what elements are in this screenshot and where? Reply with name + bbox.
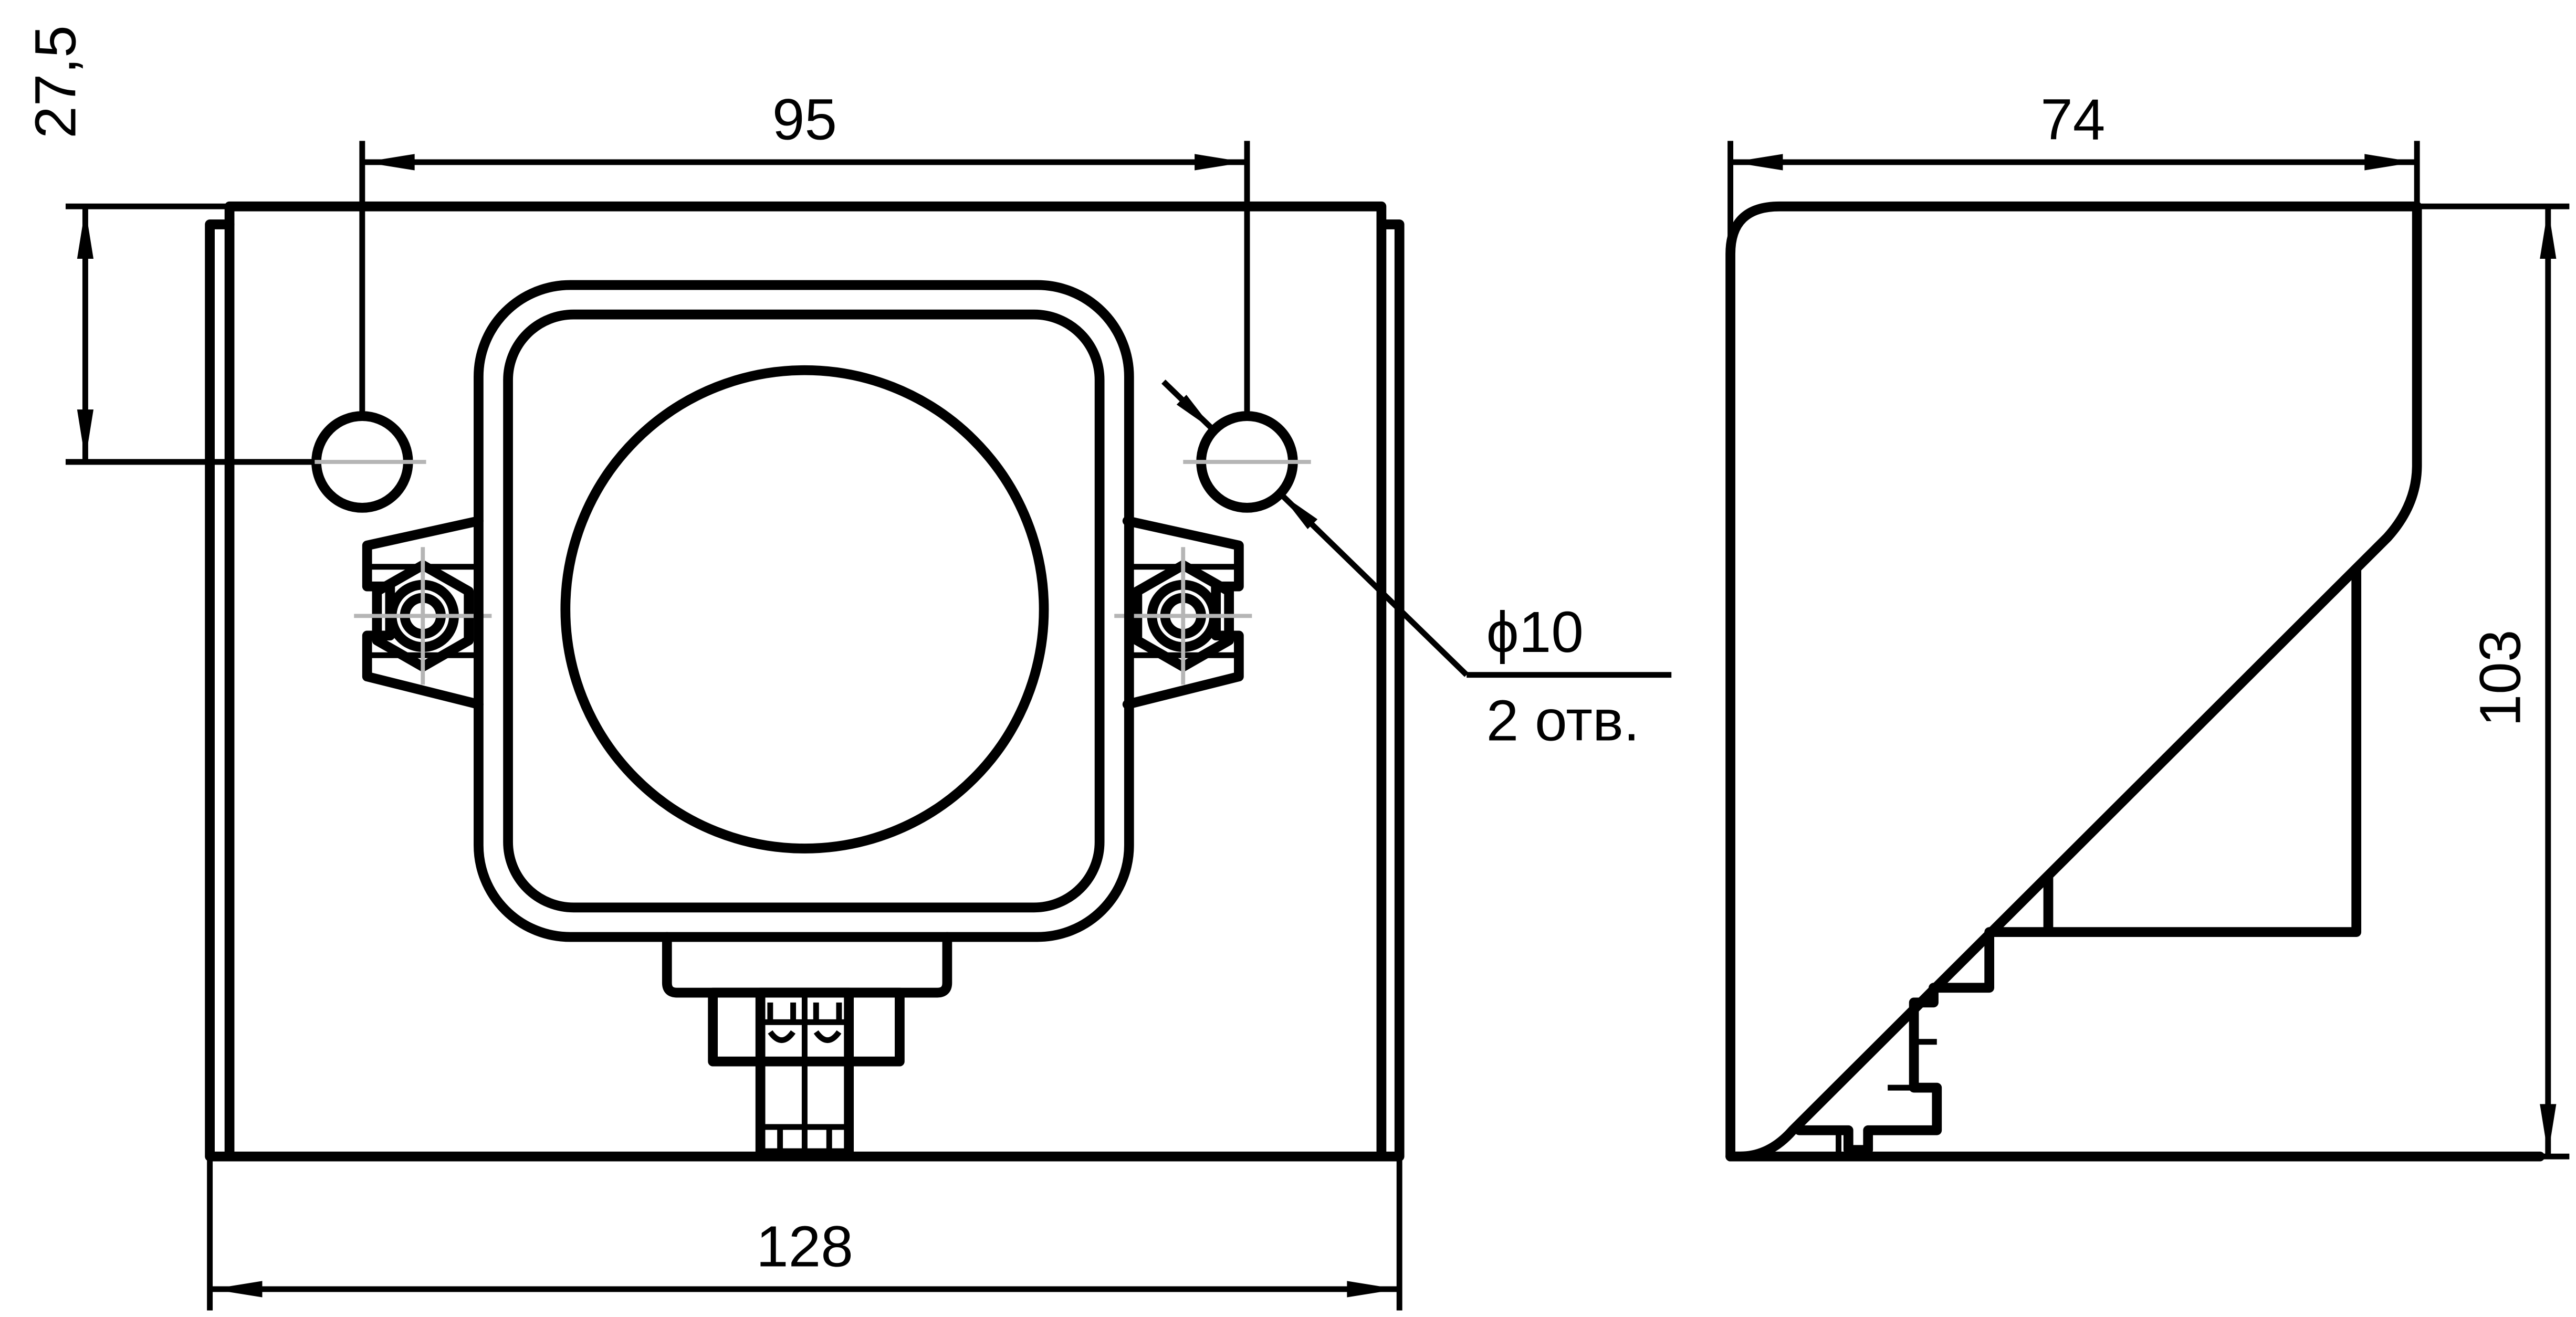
side-sensor-body <box>2043 565 2362 937</box>
arrow-95-left <box>363 154 415 171</box>
arrow-diameter-b <box>1280 493 1318 529</box>
side-connector <box>1794 983 1942 1155</box>
arrow-diameter-a <box>1176 395 1214 431</box>
side-view <box>1725 201 2545 1162</box>
arrow-128-right <box>1347 1281 1398 1298</box>
hole-count-label: 2 отв. <box>1486 689 1640 753</box>
connector-housing <box>662 932 952 998</box>
arrow-128-left <box>211 1281 263 1298</box>
dim-label-128: 128 <box>756 1214 853 1279</box>
terminal-plug <box>755 987 854 1158</box>
arrow-74-left <box>1732 154 1783 171</box>
front-view <box>205 201 1405 1162</box>
nut-right <box>1114 547 1252 685</box>
dim-label-74: 74 <box>2040 87 2105 152</box>
side-sensor-step <box>1929 927 2054 993</box>
hole-diameter-label: ϕ10 <box>1486 600 1584 665</box>
side-dimensions: 74 103 <box>1727 87 2570 1160</box>
sensor-body-inner <box>503 309 1105 913</box>
sensor-lens <box>560 365 1049 854</box>
arrow-74-right <box>2364 154 2416 171</box>
arrow-27-5-bottom <box>77 409 94 460</box>
arrow-103-top <box>2540 208 2557 259</box>
nut-left <box>354 547 492 685</box>
arrow-103-bottom <box>2540 1104 2557 1155</box>
arrow-27-5-top <box>77 208 94 259</box>
leader-diameter <box>1279 492 1469 677</box>
front-dimensions: 27,5 95 128 ϕ10 2 отв. <box>24 25 1672 1311</box>
dim-label-95: 95 <box>772 87 837 152</box>
sensor-body-outer <box>474 280 1134 942</box>
arrow-95-right <box>1195 154 1245 171</box>
dim-label-27-5: 27,5 <box>24 25 88 139</box>
dim-label-103: 103 <box>2468 629 2533 726</box>
side-housing-outline <box>1725 201 2422 1162</box>
